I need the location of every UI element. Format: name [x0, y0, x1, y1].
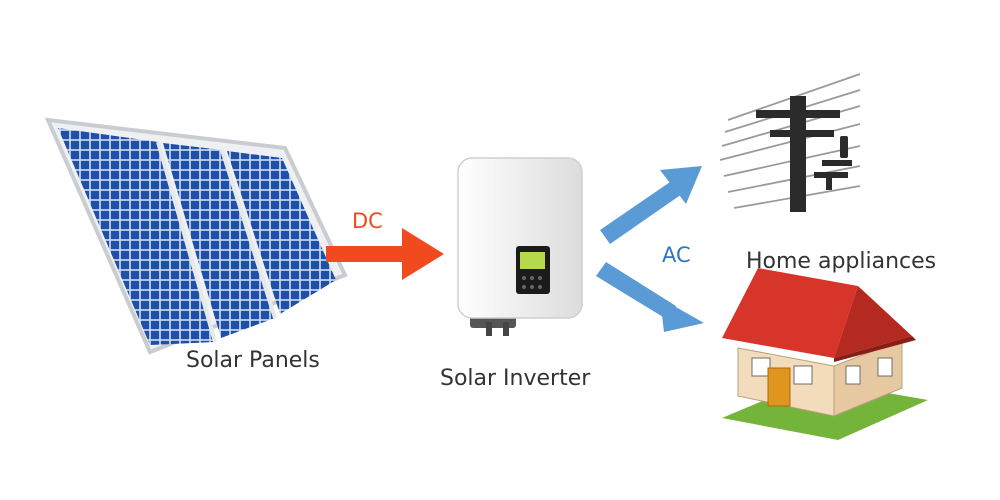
solar-panel-left — [58, 128, 215, 345]
home-appliances-label: Home appliances — [746, 249, 937, 274]
power-pole-icon — [719, 73, 861, 212]
solar-inverter-label: Solar Inverter — [440, 366, 591, 391]
ac-arrow-down — [596, 262, 704, 332]
inverter-icon — [457, 157, 583, 336]
ac-arrow-up — [600, 166, 702, 244]
dc-label: DC — [352, 209, 383, 233]
ac-label: AC — [662, 243, 691, 267]
solar-panels-icon — [44, 117, 348, 355]
house-icon — [722, 268, 928, 440]
solar-panel-middle — [163, 143, 275, 338]
solar-panels-label: Solar Panels — [186, 348, 320, 373]
dc-arrow — [326, 228, 444, 280]
solar-panel-right — [227, 151, 336, 314]
